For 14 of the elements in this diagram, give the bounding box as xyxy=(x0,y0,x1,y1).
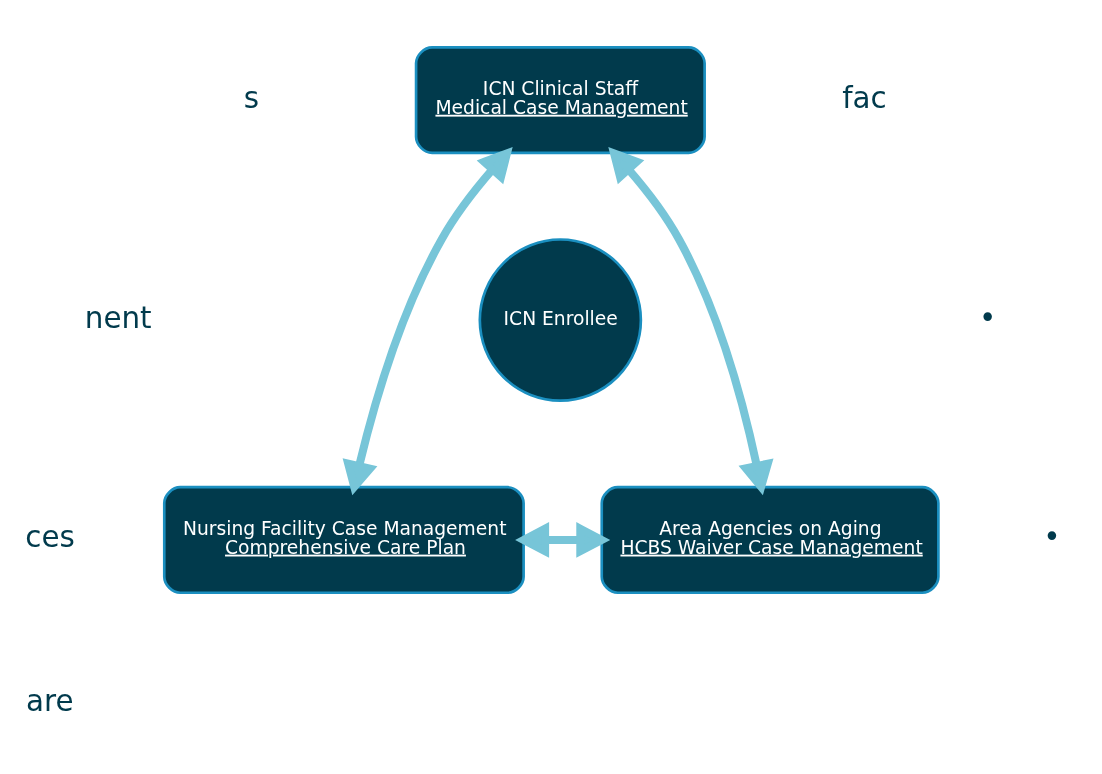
label: ces xyxy=(25,519,75,554)
label: nent xyxy=(84,300,152,335)
arrow xyxy=(342,146,513,495)
node-box: Area Agencies on Aging HCBS Waiver Case Management xyxy=(600,485,940,594)
arrow xyxy=(515,521,611,558)
node-box: Nursing Facility Case Management Comprehensive Care Plan xyxy=(162,485,525,594)
label: • xyxy=(979,300,997,335)
label: are xyxy=(26,683,74,718)
arrow xyxy=(608,146,774,495)
label: s xyxy=(243,80,260,115)
node-circle: ICN Enrollee xyxy=(478,237,643,402)
label: • xyxy=(1043,519,1061,554)
label: fac xyxy=(842,80,887,115)
node-box: ICN Clinical Staff Medical Case Management xyxy=(414,45,706,154)
